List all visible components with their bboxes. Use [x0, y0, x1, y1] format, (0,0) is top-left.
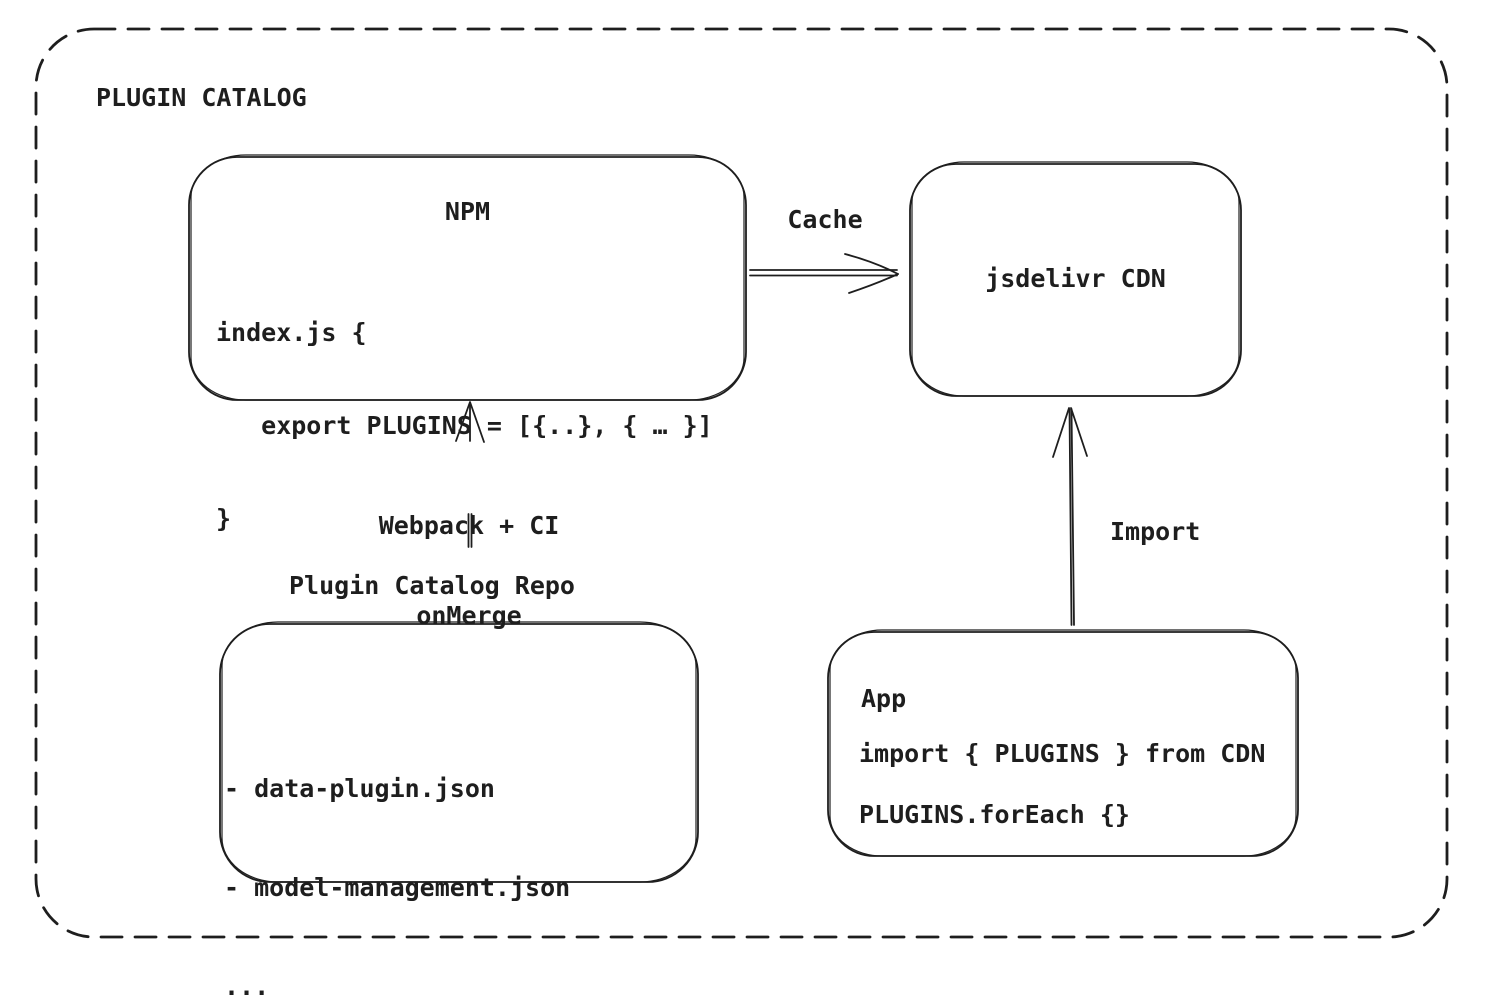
build-arrow-head [455, 401, 485, 443]
cdn-box-sketch-stroke [911, 161, 1240, 397]
import-arrow-line-1 [1068, 408, 1073, 626]
repo-file-item: - data-plugin.json [224, 774, 495, 803]
npm-code-line: index.js { [216, 318, 367, 347]
npm-code-block: index.js { export PLUGINS = [{..}, { … }… [216, 255, 713, 596]
repo-file-item: ... [224, 972, 270, 1001]
import-arrow-head-right [1070, 407, 1088, 457]
npm-box-sketch-stroke [190, 154, 745, 401]
repo-file-item: - model-management.json [224, 873, 571, 902]
app-code-line: import { PLUGINS } from CDN [859, 739, 1266, 768]
import-arrow [1052, 407, 1088, 626]
npm-code-line: export PLUGINS = [{..}, { … }] [216, 411, 713, 440]
cache-arrow [749, 253, 899, 294]
cache-edge-label: Cache [787, 205, 863, 234]
app-code-line: PLUGINS.forEach {} [859, 800, 1130, 829]
cdn-box-label: jsdelivr CDN [985, 264, 1166, 293]
catalog-frame-border [34, 27, 1449, 939]
npm-code-line: } [216, 504, 232, 533]
repo-box-sketch-stroke [221, 621, 697, 883]
build-edge-label: Webpack + CI onMerge [349, 451, 589, 691]
build-edge-label-line1: Webpack + CI [378, 511, 560, 540]
build-arrow [455, 401, 485, 548]
npm-box-title: NPM [444, 197, 491, 226]
app-box-sketch-stroke [829, 629, 1297, 857]
cache-arrow-head-lower [848, 273, 899, 294]
repo-box-title: Plugin Catalog Repo [289, 571, 575, 600]
cache-arrow-head-upper [844, 253, 899, 275]
build-edge-label-line2: onMerge [416, 601, 522, 630]
repo-file-list: - data-plugin.json - model-management.js… [224, 706, 570, 1002]
import-arrow-head-left [1052, 407, 1070, 458]
diagram-title: PLUGIN CATALOG [96, 83, 307, 112]
import-edge-label: Import [1110, 517, 1201, 546]
import-arrow-line-2 [1070, 408, 1075, 626]
app-box-title: App [861, 684, 907, 713]
